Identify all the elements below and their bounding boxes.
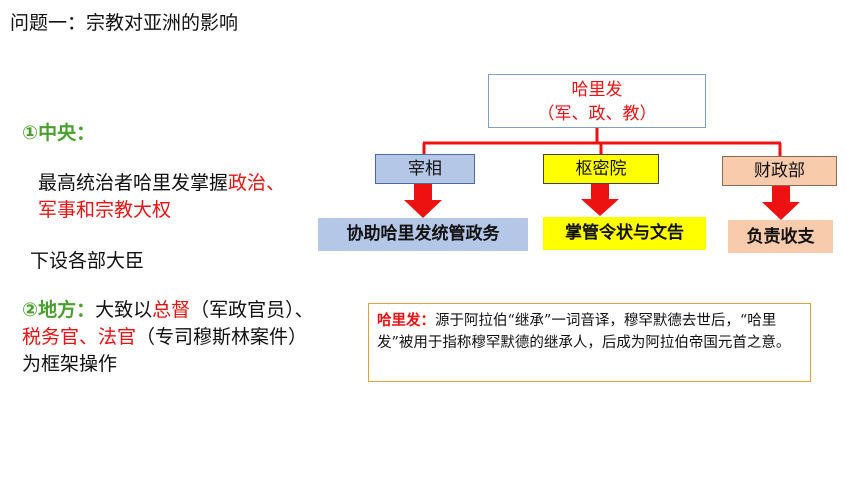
node-privy-council: 枢密院	[543, 154, 659, 184]
arrow-down-2	[581, 183, 619, 216]
central-text-1: 最高统治者哈里发掌握政治、	[38, 170, 285, 197]
slide-title: 问题一：宗教对亚洲的影响	[10, 12, 239, 34]
local-p3: （军政官员）、	[190, 299, 314, 321]
local-heading: ②地方：	[22, 299, 96, 321]
local-text: ②地方：大致以总督（军政官员）、 税务官、法官（专司穆斯林案件） 为框架操作	[22, 297, 362, 378]
node-finance: 财政部	[722, 156, 837, 186]
caliph-definition-note: 哈里发：源于阿拉伯“继承”一词音译，穆罕默德去世后，“哈里发”被用于指称穆罕默德…	[368, 303, 811, 382]
root-node-caliph: 哈里发 （军、政、教）	[488, 74, 706, 128]
result-finance: 负责收支	[728, 220, 833, 253]
central-line1b: 政治、	[228, 172, 286, 194]
root-line1: 哈里发	[571, 80, 623, 100]
arrow-down-3	[762, 186, 800, 220]
note-text: 源于阿拉伯“继承”一词音译，穆罕默德去世后，“哈里发”被用于指称穆罕默德的继承人…	[377, 313, 791, 351]
central-text-2: 军事和宗教大权	[38, 199, 172, 221]
central-text-3: 下设各部大臣	[30, 250, 145, 272]
local-p1: 大致以	[95, 299, 153, 321]
central-heading: ①中央：	[22, 122, 96, 144]
node-chancellor: 宰相	[375, 154, 475, 184]
result-chancellor: 协助哈里发统管政务	[318, 218, 528, 251]
root-line2: （军、政、教）	[537, 104, 657, 124]
central-line1a: 最高统治者哈里发掌握	[38, 172, 229, 194]
local-p2: 总督	[152, 299, 191, 321]
local-p6: 为框架操作	[22, 353, 118, 375]
local-p5: （专司穆斯林案件）	[136, 326, 308, 348]
local-p4: 税务官、法官	[22, 326, 137, 348]
note-head: 哈里发：	[377, 313, 435, 329]
result-privy-council: 掌管令状与文告	[543, 217, 706, 250]
arrow-down-1	[404, 184, 442, 218]
